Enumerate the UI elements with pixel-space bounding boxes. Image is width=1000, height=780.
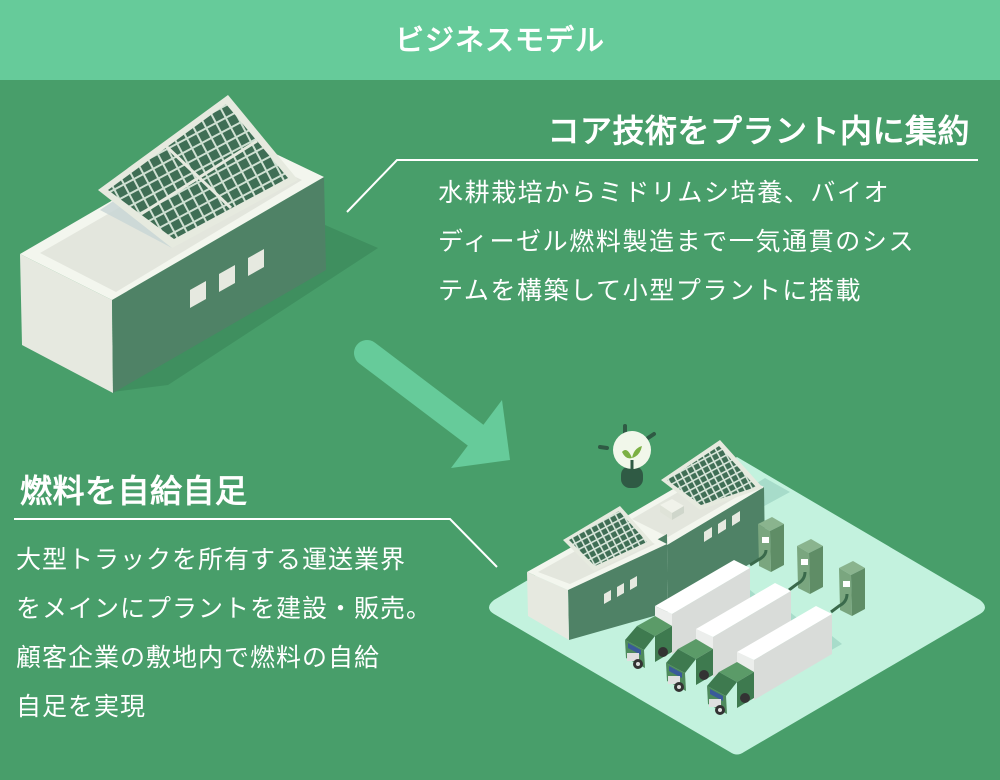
fuel-station-icon <box>749 517 784 572</box>
solar-panel-divider <box>140 139 258 216</box>
page-title: ビジネスモデル <box>394 23 605 57</box>
core-tech-line: ディーゼル燃料製造まで一気通貫のシス <box>438 227 916 256</box>
building-left-face <box>20 254 113 393</box>
fuel-line: をメインにプラントを建設・販売。 <box>16 594 433 623</box>
core-tech-title: コア技術をプラント内に集約 <box>547 112 970 150</box>
core-tech-line: テムを構築して小型プラントに搭載 <box>438 276 863 305</box>
callout-line-fuel <box>14 518 498 568</box>
plant-building-left-face <box>527 572 569 640</box>
fuel-self-sufficiency-description: 大型トラックを所有する運送業界 をメインにプラントを建設・販売。 顧客企業の敷地… <box>16 535 432 731</box>
fuel-station-icon <box>788 539 823 594</box>
core-tech-description: 水耕栽培からミドリムシ培養、バイオ ディーゼル燃料製造まで一気通貫のシス テムを… <box>438 168 915 315</box>
window <box>190 281 206 308</box>
plant-complex <box>527 440 790 640</box>
core-tech-line: 水耕栽培からミドリムシ培養、バイオ <box>438 178 891 207</box>
lightbulb-sprout-icon <box>598 424 656 488</box>
fuel-line: 大型トラックを所有する運送業界 <box>16 545 407 574</box>
fuel-self-sufficiency-title: 燃料を自給自足 <box>20 472 248 510</box>
arrow-down-right-icon <box>354 340 510 468</box>
header-banner: ビジネスモデル <box>0 0 1000 80</box>
fuel-station-icon <box>830 561 865 616</box>
fuel-line: 顧客企業の敷地内で燃料の自給 <box>16 643 381 672</box>
truck-icon <box>625 560 760 669</box>
callout-line-core <box>346 159 978 213</box>
solar-plant-building-illustration <box>20 95 378 393</box>
window <box>248 249 264 276</box>
window <box>219 265 235 292</box>
fuel-line: 自足を実現 <box>16 692 147 721</box>
plant-building-right-face <box>667 487 765 612</box>
